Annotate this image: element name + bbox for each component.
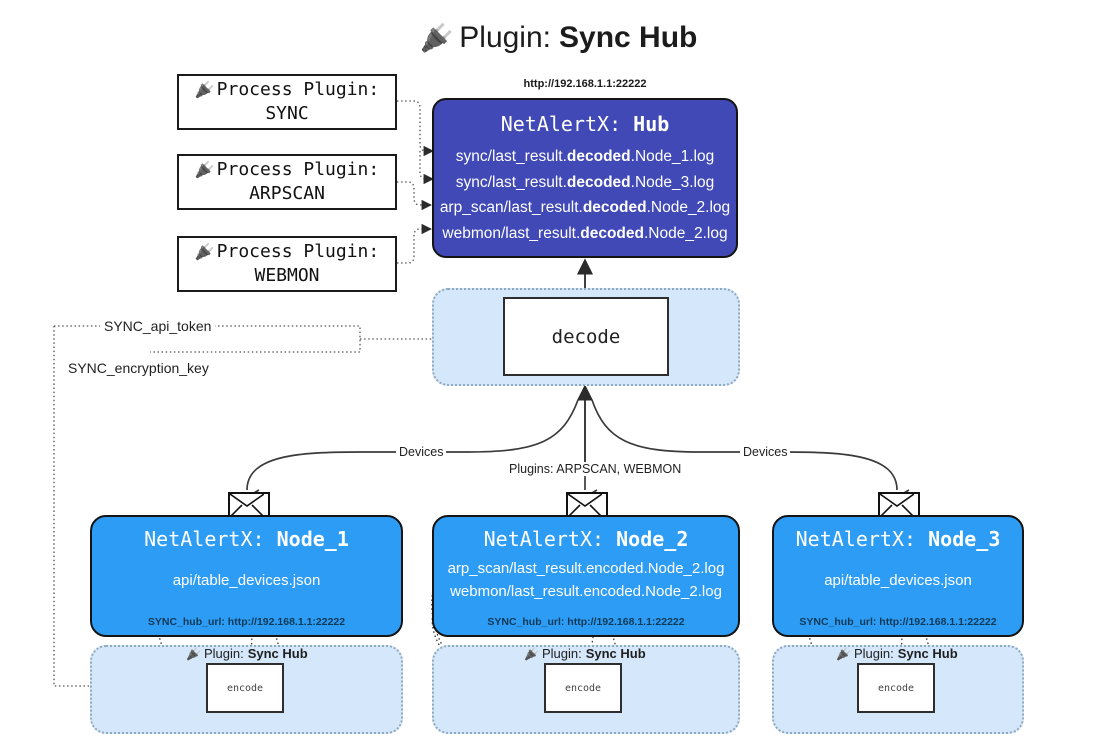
- plug-icon: 🔌: [186, 646, 201, 661]
- decode-label: decode: [551, 325, 621, 348]
- node-file-row: api/table_devices.json: [172, 572, 321, 589]
- encode-label: encode: [877, 682, 915, 694]
- node-footer: SYNC_hub_url: http://192.168.1.1:22222: [799, 616, 997, 628]
- node-title: NetAlertX: Node_1: [144, 527, 349, 551]
- encode-box-node-1[interactable]: encode: [206, 663, 284, 713]
- process-plugin-header: 🔌 Process Plugin:: [194, 78, 380, 100]
- node-title: NetAlertX: Node_3: [795, 527, 1001, 551]
- process-plugin-name: SYNC: [265, 103, 309, 124]
- hub-file-row: sync/last_result.decoded.Node_3.log: [455, 173, 715, 191]
- node-box-node-1[interactable]: NetAlertX: Node_1 api/table_devices.json…: [90, 515, 403, 637]
- hub-url-label: http://192.168.1.1:22222: [523, 78, 647, 90]
- plug-icon: 🔌: [524, 646, 539, 661]
- encode-box-node-2[interactable]: encode: [544, 663, 622, 713]
- process-plugin-header: 🔌 Process Plugin:: [194, 240, 380, 262]
- hub-title: NetAlertX: Hub: [500, 112, 670, 136]
- edge-label-plugins-center: Plugins: ARPSCAN, WEBMON: [506, 462, 685, 476]
- node-file-row: webmon/last_result.encoded.Node_2.log: [450, 583, 722, 601]
- title-name: Sync Hub: [559, 21, 698, 54]
- hub-file-row: arp_scan/last_result.decoded.Node_2.log: [439, 199, 731, 217]
- encode-label: encode: [564, 682, 602, 694]
- encode-plugin-label-3: 🔌 Plugin: Sync Hub: [836, 646, 958, 661]
- hub-node[interactable]: NetAlertX: Hub sync/last_result.decoded.…: [432, 98, 738, 258]
- encode-plugin-label-1: 🔌 Plugin: Sync Hub: [186, 646, 308, 661]
- process-plugin-arpscan[interactable]: 🔌 Process Plugin: ARPSCAN: [177, 154, 397, 210]
- plug-icon: 🔌: [419, 23, 454, 53]
- secret-label-encryption-key: SYNC_encryption_key: [64, 360, 213, 376]
- encode-box-node-3[interactable]: encode: [857, 663, 935, 713]
- process-plugin-name: ARPSCAN: [249, 183, 325, 204]
- hub-file-row: sync/last_result.decoded.Node_1.log: [455, 148, 715, 165]
- hub-file-row: webmon/last_result.decoded.Node_2.log: [442, 224, 728, 242]
- node-footer: SYNC_hub_url: http://192.168.1.1:22222: [487, 616, 685, 628]
- node-box-node-3[interactable]: NetAlertX: Node_3 api/table_devices.json…: [772, 515, 1024, 637]
- plug-icon: 🔌: [194, 242, 215, 262]
- process-plugin-header: 🔌 Process Plugin:: [194, 158, 380, 180]
- node-file-row: api/table_devices.json: [824, 572, 972, 589]
- encode-plugin-label-2: 🔌 Plugin: Sync Hub: [524, 646, 646, 661]
- plug-icon: 🔌: [836, 646, 851, 661]
- edge-label-devices-left: Devices: [396, 445, 447, 459]
- edge-label-devices-right: Devices: [740, 445, 791, 459]
- process-plugin-webmon[interactable]: 🔌 Process Plugin: WEBMON: [177, 236, 397, 292]
- plug-icon: 🔌: [194, 80, 215, 100]
- decode-box[interactable]: decode: [503, 297, 669, 376]
- node-footer: SYNC_hub_url: http://192.168.1.1:22222: [147, 616, 346, 628]
- node-box-node-2[interactable]: NetAlertX: Node_2 arp_scan/last_result.e…: [432, 515, 740, 637]
- process-plugin-name: WEBMON: [254, 265, 320, 286]
- plug-icon: 🔌: [194, 160, 215, 180]
- process-plugin-sync[interactable]: 🔌 Process Plugin: SYNC: [177, 74, 397, 130]
- page-title: 🔌 Plugin: Sync Hub: [0, 14, 1117, 62]
- encode-label: encode: [226, 682, 264, 694]
- secret-label-api-token: SYNC_api_token: [100, 318, 216, 334]
- title-prefix: Plugin:: [459, 21, 551, 54]
- node-file-row: arp_scan/last_result.encoded.Node_2.log: [447, 560, 725, 577]
- node-title: NetAlertX: Node_2: [483, 527, 689, 551]
